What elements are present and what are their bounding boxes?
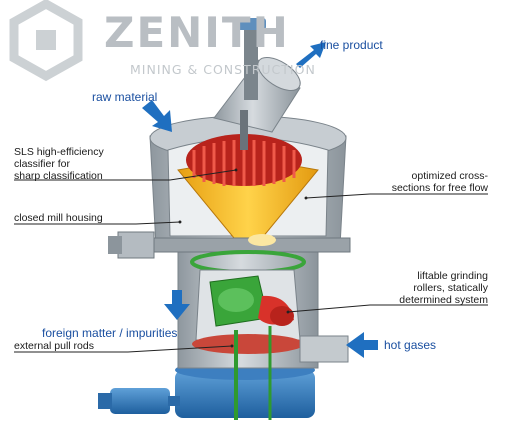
- leader-sls: [14, 168, 238, 181]
- hot-gases-arrow: [346, 332, 378, 358]
- label-foreign-matter: foreign matter / impurities: [42, 326, 178, 340]
- fine-product-outlet-duct: [213, 18, 301, 133]
- raw-material-arrow: [142, 100, 172, 132]
- leader-pull-rods: [14, 344, 234, 353]
- feed-tube: [108, 231, 351, 259]
- label-fine-product: fine product: [320, 38, 383, 52]
- label-raw-material: raw material: [92, 90, 158, 104]
- label-optimized-cross-sections: optimized cross- sections for free flow: [391, 170, 488, 194]
- label-sls-classifier: SLS high-efficiency classifier for sharp…: [14, 146, 104, 182]
- hot-gas-inlet: [299, 335, 349, 363]
- brand-name: ZENITH: [104, 8, 290, 57]
- label-external-pull-rods: external pull rods: [14, 340, 94, 352]
- leader-housing: [14, 220, 182, 225]
- mill-base: [98, 360, 315, 418]
- leader-rollers: [286, 304, 488, 314]
- leader-cross-sections: [304, 193, 488, 200]
- brand-subtitle: MINING & CONSTRUCTION: [130, 62, 316, 77]
- label-liftable-rollers: liftable grinding rollers, statically de…: [399, 270, 488, 306]
- zenith-logo: [9, 0, 83, 82]
- foreign-matter-arrow: [164, 290, 190, 320]
- grinding-section: [190, 250, 306, 420]
- fine-product-arrow: [296, 42, 326, 68]
- label-hot-gases: hot gases: [384, 338, 437, 352]
- label-closed-mill-housing: closed mill housing: [14, 212, 103, 224]
